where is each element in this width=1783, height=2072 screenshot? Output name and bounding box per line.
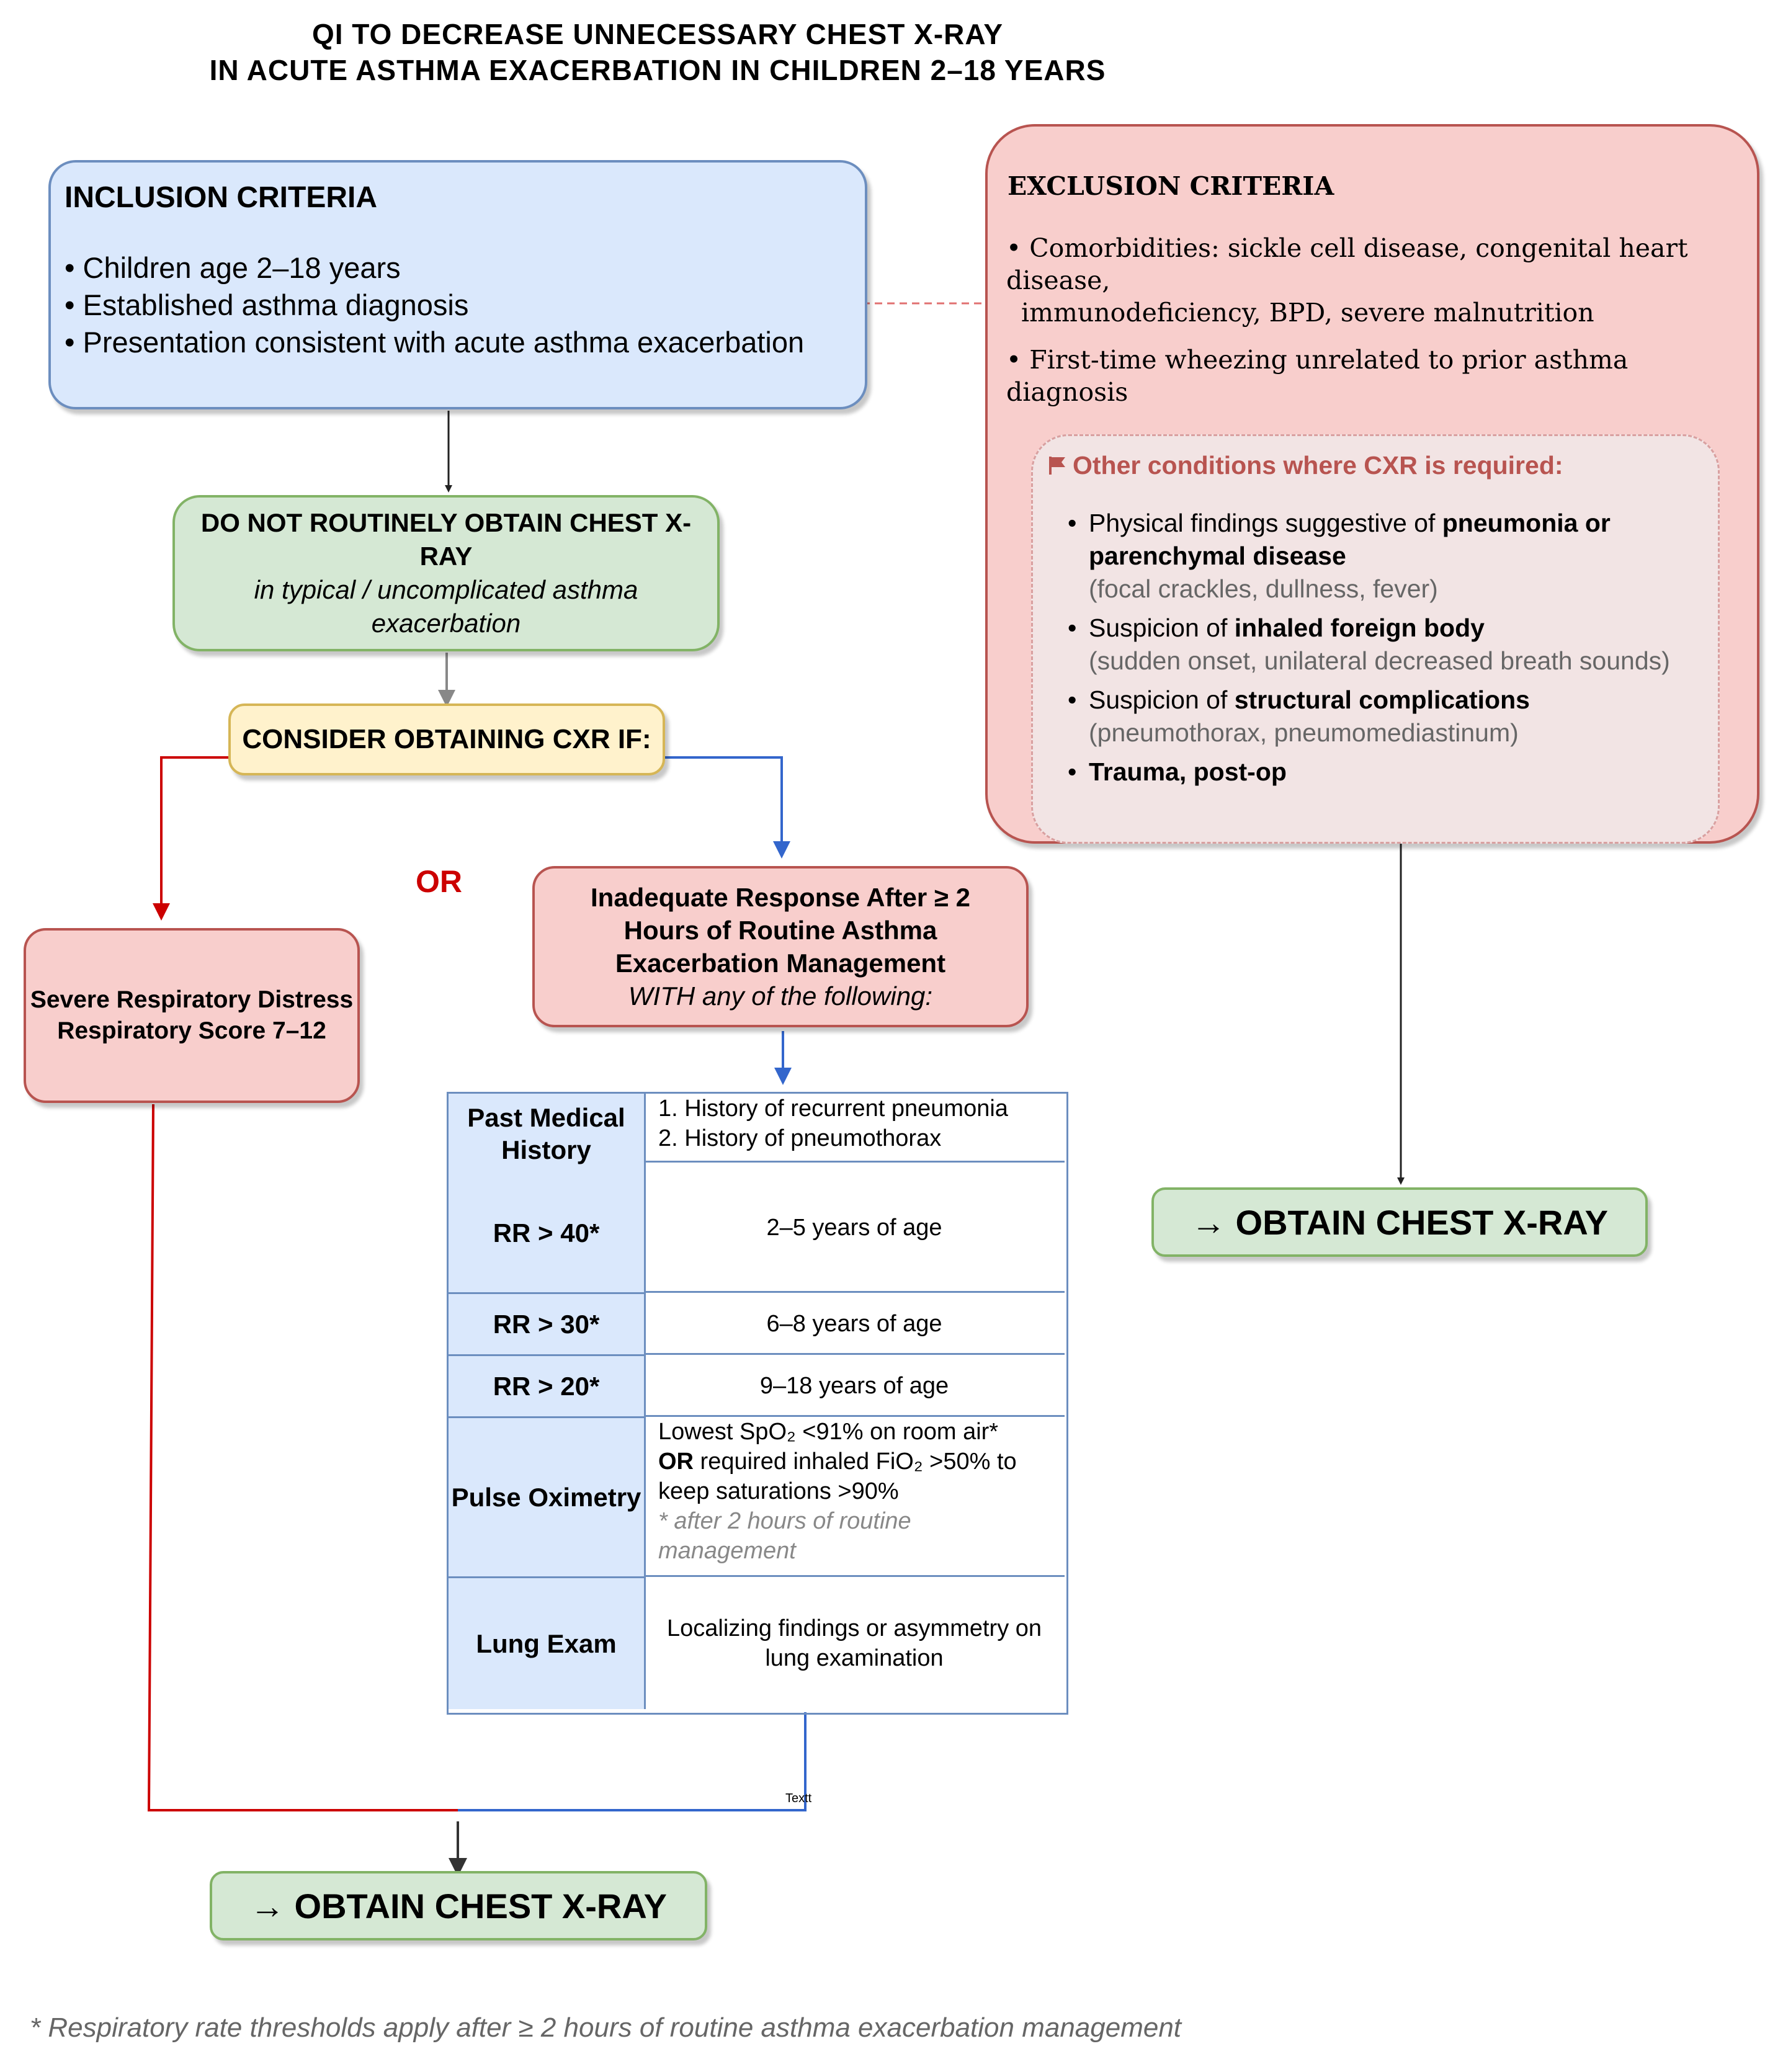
rr20-label: RR > 20* xyxy=(449,1354,646,1416)
rr40-value: 2–5 years of age xyxy=(766,1214,942,1241)
other-conditions-list: • Physical findings suggestive of pneumo… xyxy=(1047,507,1704,788)
condition-detail: (focal crackles, dullness, fever) xyxy=(1089,574,1438,603)
pulse-ox-value: Lowest SpO₂ <91% on room air* OR require… xyxy=(646,1417,1063,1576)
pmh-value: 1. History of recurrent pneumonia 2. His… xyxy=(646,1094,1063,1161)
pulse-line-2: OR required inhaled FiO₂ >50% to keep sa… xyxy=(658,1447,1050,1506)
other-condition-item: • Suspicion of inhaled foreign body (sud… xyxy=(1068,612,1704,677)
condition-bold: structural complications xyxy=(1234,685,1530,714)
other-condition-item: • Physical findings suggestive of pneumo… xyxy=(1068,507,1704,605)
title-line-1: QI TO DECREASE UNNECESSARY CHEST X-RAY xyxy=(311,18,1004,50)
other-condition-item: • Suspicion of structural complications … xyxy=(1068,684,1704,749)
exclusion-item-comorbidities: • Comorbidities: sickle cell disease, co… xyxy=(1006,232,1757,329)
do-not-heading: DO NOT ROUTINELY OBTAIN CHEST X-RAY xyxy=(200,508,692,571)
inadequate-response-box: Inadequate Response After ≥ 2 Hours of R… xyxy=(532,866,1029,1027)
other-conditions-heading: Other conditions where CXR is required: xyxy=(1073,451,1563,480)
condition-bold: pneumonia or parenchymal disease xyxy=(1089,509,1611,570)
pmh-item: 2. History of pneumothorax xyxy=(658,1125,942,1151)
inclusion-heading: INCLUSION CRITERIA xyxy=(65,181,377,214)
row-divider xyxy=(646,1161,1065,1163)
arrow-consider-to-severe xyxy=(153,756,230,921)
exclusion-item-first-wheeze: • First-time wheezing unrelated to prior… xyxy=(1006,345,1629,407)
inclusion-criteria-box: INCLUSION CRITERIA • Children age 2–18 y… xyxy=(48,160,867,409)
condition-bold: inhaled foreign body xyxy=(1234,614,1485,642)
flag-icon xyxy=(1049,457,1065,475)
obtain-cxr-left: → OBTAIN CHEST X-RAY xyxy=(210,1871,707,1940)
exclusion-criteria-box: EXCLUSION CRITERIA • Comorbidities: sick… xyxy=(985,124,1759,844)
inclusion-item: • Children age 2–18 years xyxy=(65,251,401,284)
inclusion-item: • Presentation consistent with acute ast… xyxy=(65,326,805,359)
inadequate-heading: Inadequate Response After ≥ 2 Hours of R… xyxy=(591,883,970,978)
line-severe-to-merge xyxy=(147,1104,458,1811)
line-table-to-merge xyxy=(458,1712,807,1811)
title-line-2: IN ACUTE ASTHMA EXACERBATION IN CHILDREN… xyxy=(209,54,1106,86)
pulse-note: * after 2 hours of routine management xyxy=(658,1508,911,1564)
other-conditions-box: Other conditions where CXR is required: … xyxy=(1031,434,1720,844)
lung-exam-value: Localizing findings or asymmetry on lung… xyxy=(666,1615,1042,1671)
exclusion-item-line: • Comorbidities: sickle cell disease, co… xyxy=(1006,233,1688,295)
condition-prefix: Suspicion of xyxy=(1089,685,1235,714)
row-divider xyxy=(646,1353,1065,1355)
condition-prefix: Physical findings suggestive of xyxy=(1089,509,1442,537)
severe-line-1: Severe Respiratory Distress xyxy=(30,986,354,1013)
obtain-cxr-right: → OBTAIN CHEST X-RAY xyxy=(1151,1187,1648,1257)
other-condition-item: • Trauma, post-op xyxy=(1068,757,1287,786)
rr30-value: 6–8 years of age xyxy=(766,1310,942,1337)
inclusion-item: • Established asthma diagnosis xyxy=(65,288,469,321)
pmh-item: 1. History of recurrent pneumonia xyxy=(658,1096,1008,1122)
exclusion-item-line: immunodeficiency, BPD, severe malnutriti… xyxy=(1021,298,1594,328)
footnote: * Respiratory rate thresholds apply afte… xyxy=(30,2012,1182,2043)
pulse-line-2-text: required inhaled FiO₂ >50% to keep satur… xyxy=(658,1449,1017,1504)
rr40-label: RR > 40* xyxy=(493,1218,600,1248)
or-label: OR xyxy=(416,864,462,899)
pulse-ox-label: Pulse Oximetry xyxy=(449,1416,646,1576)
condition-bold: Trauma, post-op xyxy=(1089,757,1287,786)
criteria-table: Past Medical History RR > 40* RR > 30* R… xyxy=(447,1092,1068,1715)
pmh-rr40-label-cell: Past Medical History RR > 40* xyxy=(449,1094,646,1292)
row-divider xyxy=(646,1415,1065,1417)
other-conditions-header: Other conditions where CXR is required: xyxy=(1047,449,1704,482)
stray-text-label: Textt xyxy=(785,1792,812,1805)
rr30-label: RR > 30* xyxy=(449,1292,646,1354)
page-title: QI TO DECREASE UNNECESSARY CHEST X-RAY I… xyxy=(0,16,1315,88)
condition-prefix: Suspicion of xyxy=(1089,614,1235,642)
exclusion-heading: EXCLUSION CRITERIA xyxy=(1008,171,1334,201)
do-not-subtext: in typical / uncomplicated asthma exacer… xyxy=(254,575,638,638)
inclusion-list: • Children age 2–18 years • Established … xyxy=(65,249,851,361)
do-not-routinely-box: DO NOT ROUTINELY OBTAIN CHEST X-RAY in t… xyxy=(172,495,720,651)
severe-distress-box: Severe Respiratory Distress Respiratory … xyxy=(24,928,360,1103)
condition-detail: (sudden onset, unilateral decreased brea… xyxy=(1089,646,1670,675)
inadequate-subtext: WITH any of the following: xyxy=(628,981,933,1011)
arrow-consider-to-inadequate xyxy=(665,756,790,859)
pmh-label-text: Past Medical History xyxy=(467,1103,625,1164)
condition-detail: (pneumothorax, pneumomediastinum) xyxy=(1089,718,1519,747)
row-divider xyxy=(646,1291,1065,1293)
pulse-or: OR xyxy=(658,1449,694,1475)
pulse-line-1: Lowest SpO₂ <91% on room air* xyxy=(658,1419,999,1445)
rr20-value: 9–18 years of age xyxy=(759,1372,949,1399)
severe-line-2: Respiratory Score 7–12 xyxy=(57,1017,326,1044)
consider-cxr-box: CONSIDER OBTAINING CXR IF: xyxy=(228,703,665,775)
row-divider xyxy=(646,1575,1065,1577)
lung-exam-label: Lung Exam xyxy=(449,1576,646,1709)
